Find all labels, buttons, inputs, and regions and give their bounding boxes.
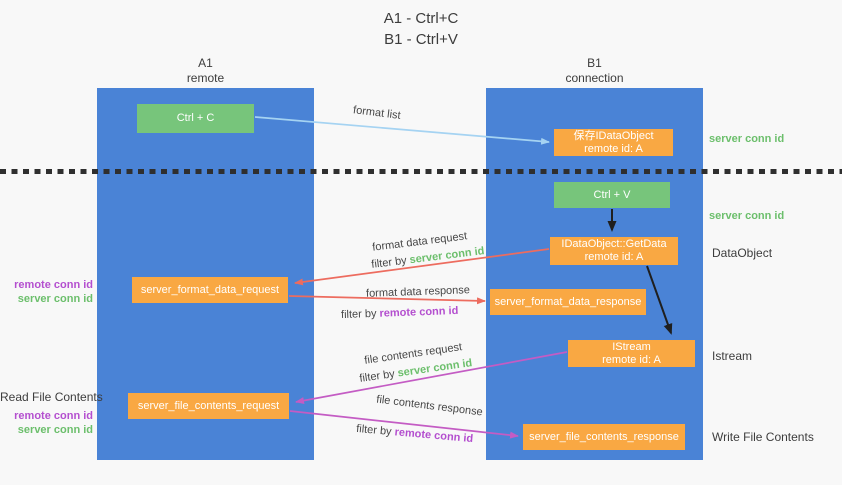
column-a1-subtitle: remote <box>186 71 225 85</box>
file-conn-id-group: remote conn id server conn id <box>0 409 93 437</box>
idataobject-getdata-node: IDataObject::GetData remote id: A <box>550 237 678 265</box>
getdata-line2: remote id: A <box>584 251 644 263</box>
write-file-contents-label: Write File Contents <box>712 430 814 444</box>
file-contents-request-arrow <box>295 351 568 404</box>
remote-conn-id-label: remote conn id <box>14 279 93 291</box>
file-contents-response-arrow <box>289 410 519 439</box>
server-format-data-request-node: server_format_data_request <box>132 277 288 303</box>
dataobject-label: DataObject <box>712 246 773 260</box>
server-conn-id-mid-label: server conn id <box>709 210 785 222</box>
ctrl-c-label: Ctrl + C <box>176 112 215 124</box>
save-idataobject-line2: remote id: A <box>584 142 643 155</box>
title-line-1: A1 - Ctrl+C <box>383 10 459 27</box>
server-conn-id-label: server conn id <box>17 293 93 305</box>
getdata-line1: IDataObject::GetData <box>561 238 667 250</box>
server-format-data-request-label: server_format_data_request <box>140 283 280 296</box>
title-line-2: B1 - Ctrl+V <box>384 31 458 48</box>
column-b1-subtitle: connection <box>565 71 624 85</box>
save-idataobject-node: 保存IDataObject remote id: A <box>554 129 673 156</box>
format-conn-id-group: remote conn id server conn id <box>0 278 93 306</box>
ctrl-v-action-box: Ctrl + V <box>554 182 670 208</box>
format-data-request-arrow <box>294 248 550 286</box>
read-file-contents-label: Read File Contents <box>0 390 103 404</box>
column-header-b1: B1 connection <box>486 56 703 86</box>
server-file-contents-response-node: server_file_contents_response <box>523 424 685 450</box>
server-file-contents-request-label: server_file_contents_request <box>137 399 280 412</box>
session-divider-dotted-line <box>0 169 842 174</box>
diagram-title: A1 - Ctrl+C B1 - Ctrl+V <box>0 8 842 50</box>
istream-side-label: Istream <box>712 349 753 363</box>
ctrl-c-action-box: Ctrl + C <box>137 104 254 133</box>
server-conn-id-top-label: server conn id <box>709 133 785 145</box>
server-format-data-response-node: server_format_data_response <box>490 289 646 315</box>
getdata-to-istream-arrow <box>646 265 673 335</box>
column-b1-name: B1 <box>587 56 602 70</box>
server-format-data-response-label: server_format_data_response <box>494 295 642 308</box>
format-data-response-arrow <box>288 295 486 305</box>
ctrl-v-label: Ctrl + V <box>593 188 631 201</box>
format-list-arrow <box>254 116 550 145</box>
save-idataobject-line1: 保存IDataObject <box>573 129 654 142</box>
column-a1-name: A1 <box>198 56 213 70</box>
istream-line2: remote id: A <box>602 353 661 366</box>
column-header-a1: A1 remote <box>97 56 314 86</box>
istream-node: IStream remote id: A <box>568 340 695 367</box>
filter-by-text: filter by <box>340 307 380 322</box>
remote-conn-id-label: remote conn id <box>14 410 93 422</box>
istream-line1: IStream <box>612 340 651 353</box>
server-file-contents-response-label: server_file_contents_response <box>529 430 679 443</box>
server-file-contents-request-node: server_file_contents_request <box>128 393 289 419</box>
server-conn-id-label: server conn id <box>17 424 93 436</box>
